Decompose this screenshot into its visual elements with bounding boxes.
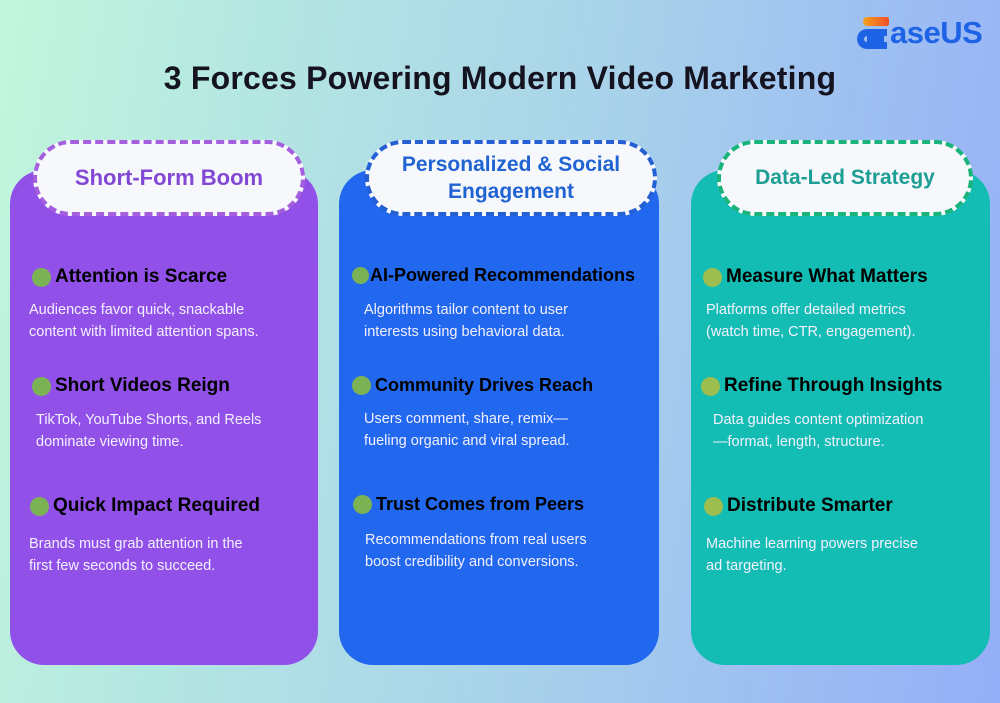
bullet-dot-icon	[32, 376, 51, 396]
item-desc-line: content with limited attention spans.	[29, 324, 259, 340]
bullet-dot-icon	[352, 376, 371, 395]
bullet-dot-icon	[32, 267, 51, 287]
card-personalized-social	[339, 170, 659, 665]
item-desc-line: Machine learning powers precise	[706, 536, 918, 552]
item-desc-line: Users comment, share, remix—	[364, 411, 568, 427]
item-desc-line: —format, length, structure.	[713, 434, 885, 450]
item-quick-impact-required: Quick Impact Required Brands must grab a…	[29, 495, 260, 577]
item-community-drives-reach: Community Drives Reach Users comment, sh…	[352, 375, 593, 452]
item-title: Measure What Matters	[726, 266, 928, 287]
item-desc-line: Brands must grab attention in the	[29, 536, 243, 552]
heading-text: Personalized & Social	[401, 152, 621, 176]
heading-data-led-strategy: Data-Led Strategy	[717, 140, 973, 216]
heading-text: Engagement	[447, 180, 575, 203]
bullet-dot-icon	[703, 267, 722, 287]
item-short-videos-reign: Short Videos Reign TikTok, YouTube Short…	[32, 375, 261, 453]
item-desc-line: ad targeting.	[706, 558, 787, 574]
item-trust-comes-from-peers: Trust Comes from Peers Recommendations f…	[353, 494, 587, 573]
heading-short-form-boom: Short-Form Boom	[33, 140, 305, 216]
card-short-form-boom	[10, 170, 318, 665]
item-title: Refine Through Insights	[724, 375, 943, 396]
item-title: Distribute Smarter	[727, 495, 893, 516]
easeus-e-icon	[857, 15, 889, 49]
item-title: AI-Powered Recommendations	[370, 265, 636, 285]
item-ai-powered-recommendations: AI-Powered Recommendations Algorithms ta…	[352, 265, 635, 343]
item-attention-is-scarce: Attention is Scarce Audiences favor quic…	[29, 266, 259, 343]
bullet-dot-icon	[352, 267, 369, 284]
item-desc-line: first few seconds to succeed.	[29, 558, 216, 574]
item-title: Trust Comes from Peers	[376, 494, 585, 514]
bullet-dot-icon	[701, 376, 720, 396]
heading-text: Data-Led Strategy	[755, 166, 935, 190]
card-data-led-strategy	[691, 170, 990, 665]
item-title: Attention is Scarce	[55, 266, 228, 287]
item-desc-line: Recommendations from real users	[365, 532, 587, 548]
page-title: 3 Forces Powering Modern Video Marketing	[163, 60, 837, 96]
logo-text: aseUS	[890, 14, 983, 50]
item-title: Community Drives Reach	[375, 375, 594, 395]
item-desc-line: Data guides content optimization	[713, 412, 924, 428]
bullet-dot-icon	[704, 496, 723, 516]
item-desc-line: dominate viewing time.	[36, 434, 184, 450]
item-title: Short Videos Reign	[55, 375, 230, 396]
item-desc-line: Algorithms tailor content to user	[364, 302, 568, 318]
item-desc-line: boost credibility and conversions.	[365, 554, 579, 570]
bullet-dot-icon	[353, 495, 372, 514]
item-distribute-smarter: Distribute Smarter Machine learning powe…	[704, 495, 918, 577]
heading-text: Short-Form Boom	[74, 164, 264, 190]
item-desc-line: (watch time, CTR, engagement).	[706, 324, 916, 340]
item-desc-line: TikTok, YouTube Shorts, and Reels	[36, 412, 262, 428]
item-desc-line: fueling organic and viral spread.	[364, 433, 570, 449]
easeus-logo: aseUS	[857, 12, 983, 52]
item-refine-through-insights: Refine Through Insights Data guides cont…	[701, 375, 943, 453]
item-desc-line: Audiences favor quick, snackable	[29, 302, 245, 318]
item-desc-line: Platforms offer detailed metrics	[706, 302, 906, 318]
item-measure-what-matters: Measure What Matters Platforms offer det…	[703, 266, 928, 343]
item-title: Quick Impact Required	[53, 495, 260, 516]
item-desc-line: interests using behavioral data.	[364, 324, 565, 340]
bullet-dot-icon	[30, 496, 49, 516]
